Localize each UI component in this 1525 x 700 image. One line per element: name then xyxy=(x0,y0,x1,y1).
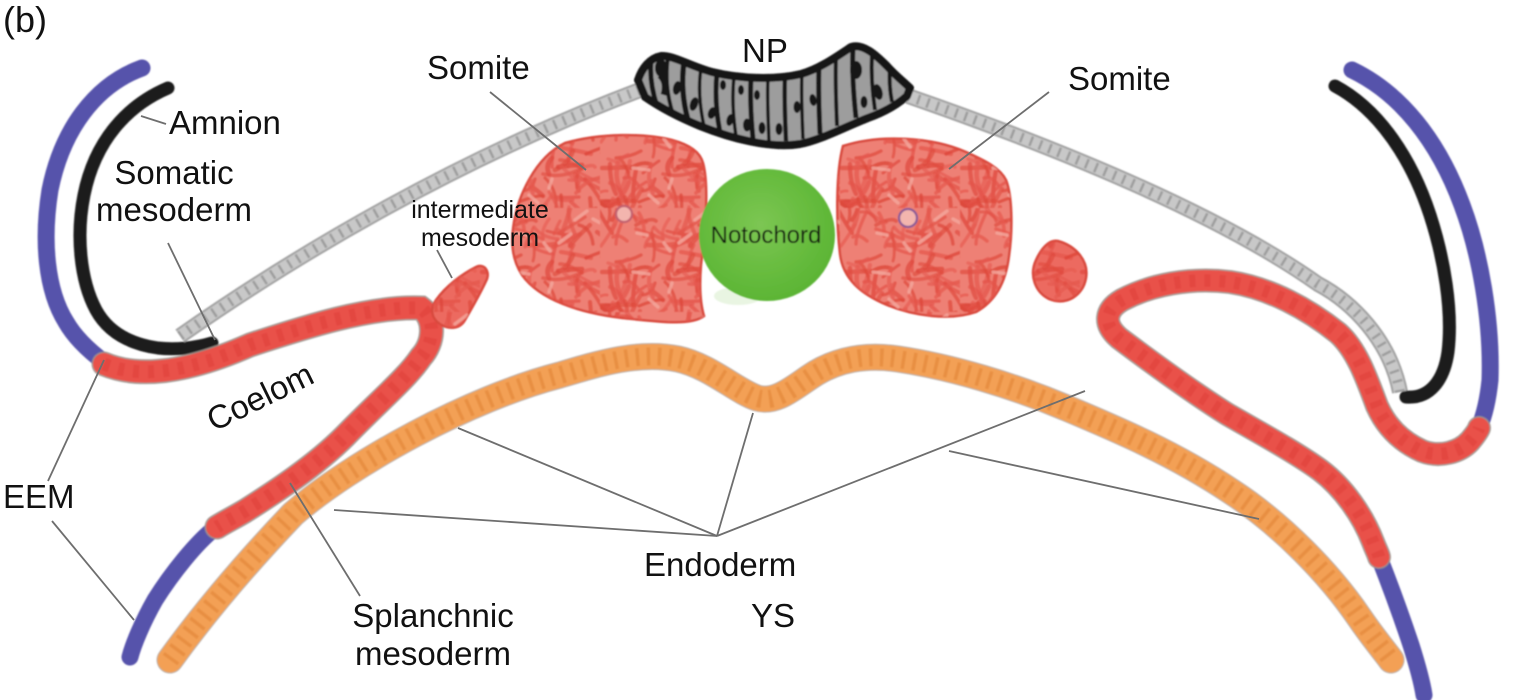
svg-text:mesoderm: mesoderm xyxy=(96,191,252,228)
svg-text:mesoderm: mesoderm xyxy=(355,635,511,672)
svg-text:(b): (b) xyxy=(3,0,47,40)
svg-text:Amnion: Amnion xyxy=(169,104,281,141)
svg-text:EEM: EEM xyxy=(3,478,75,515)
svg-text:Somite: Somite xyxy=(427,49,530,86)
svg-text:YS: YS xyxy=(751,597,795,634)
svg-text:Somite: Somite xyxy=(1068,60,1171,97)
svg-text:mesoderm: mesoderm xyxy=(421,224,539,252)
svg-text:NP: NP xyxy=(742,32,788,69)
svg-text:Somatic: Somatic xyxy=(114,154,233,191)
svg-text:intermediate: intermediate xyxy=(411,196,549,224)
svg-text:Notochord: Notochord xyxy=(711,222,822,249)
svg-text:Splanchnic: Splanchnic xyxy=(352,597,513,634)
svg-text:Endoderm: Endoderm xyxy=(644,546,796,583)
